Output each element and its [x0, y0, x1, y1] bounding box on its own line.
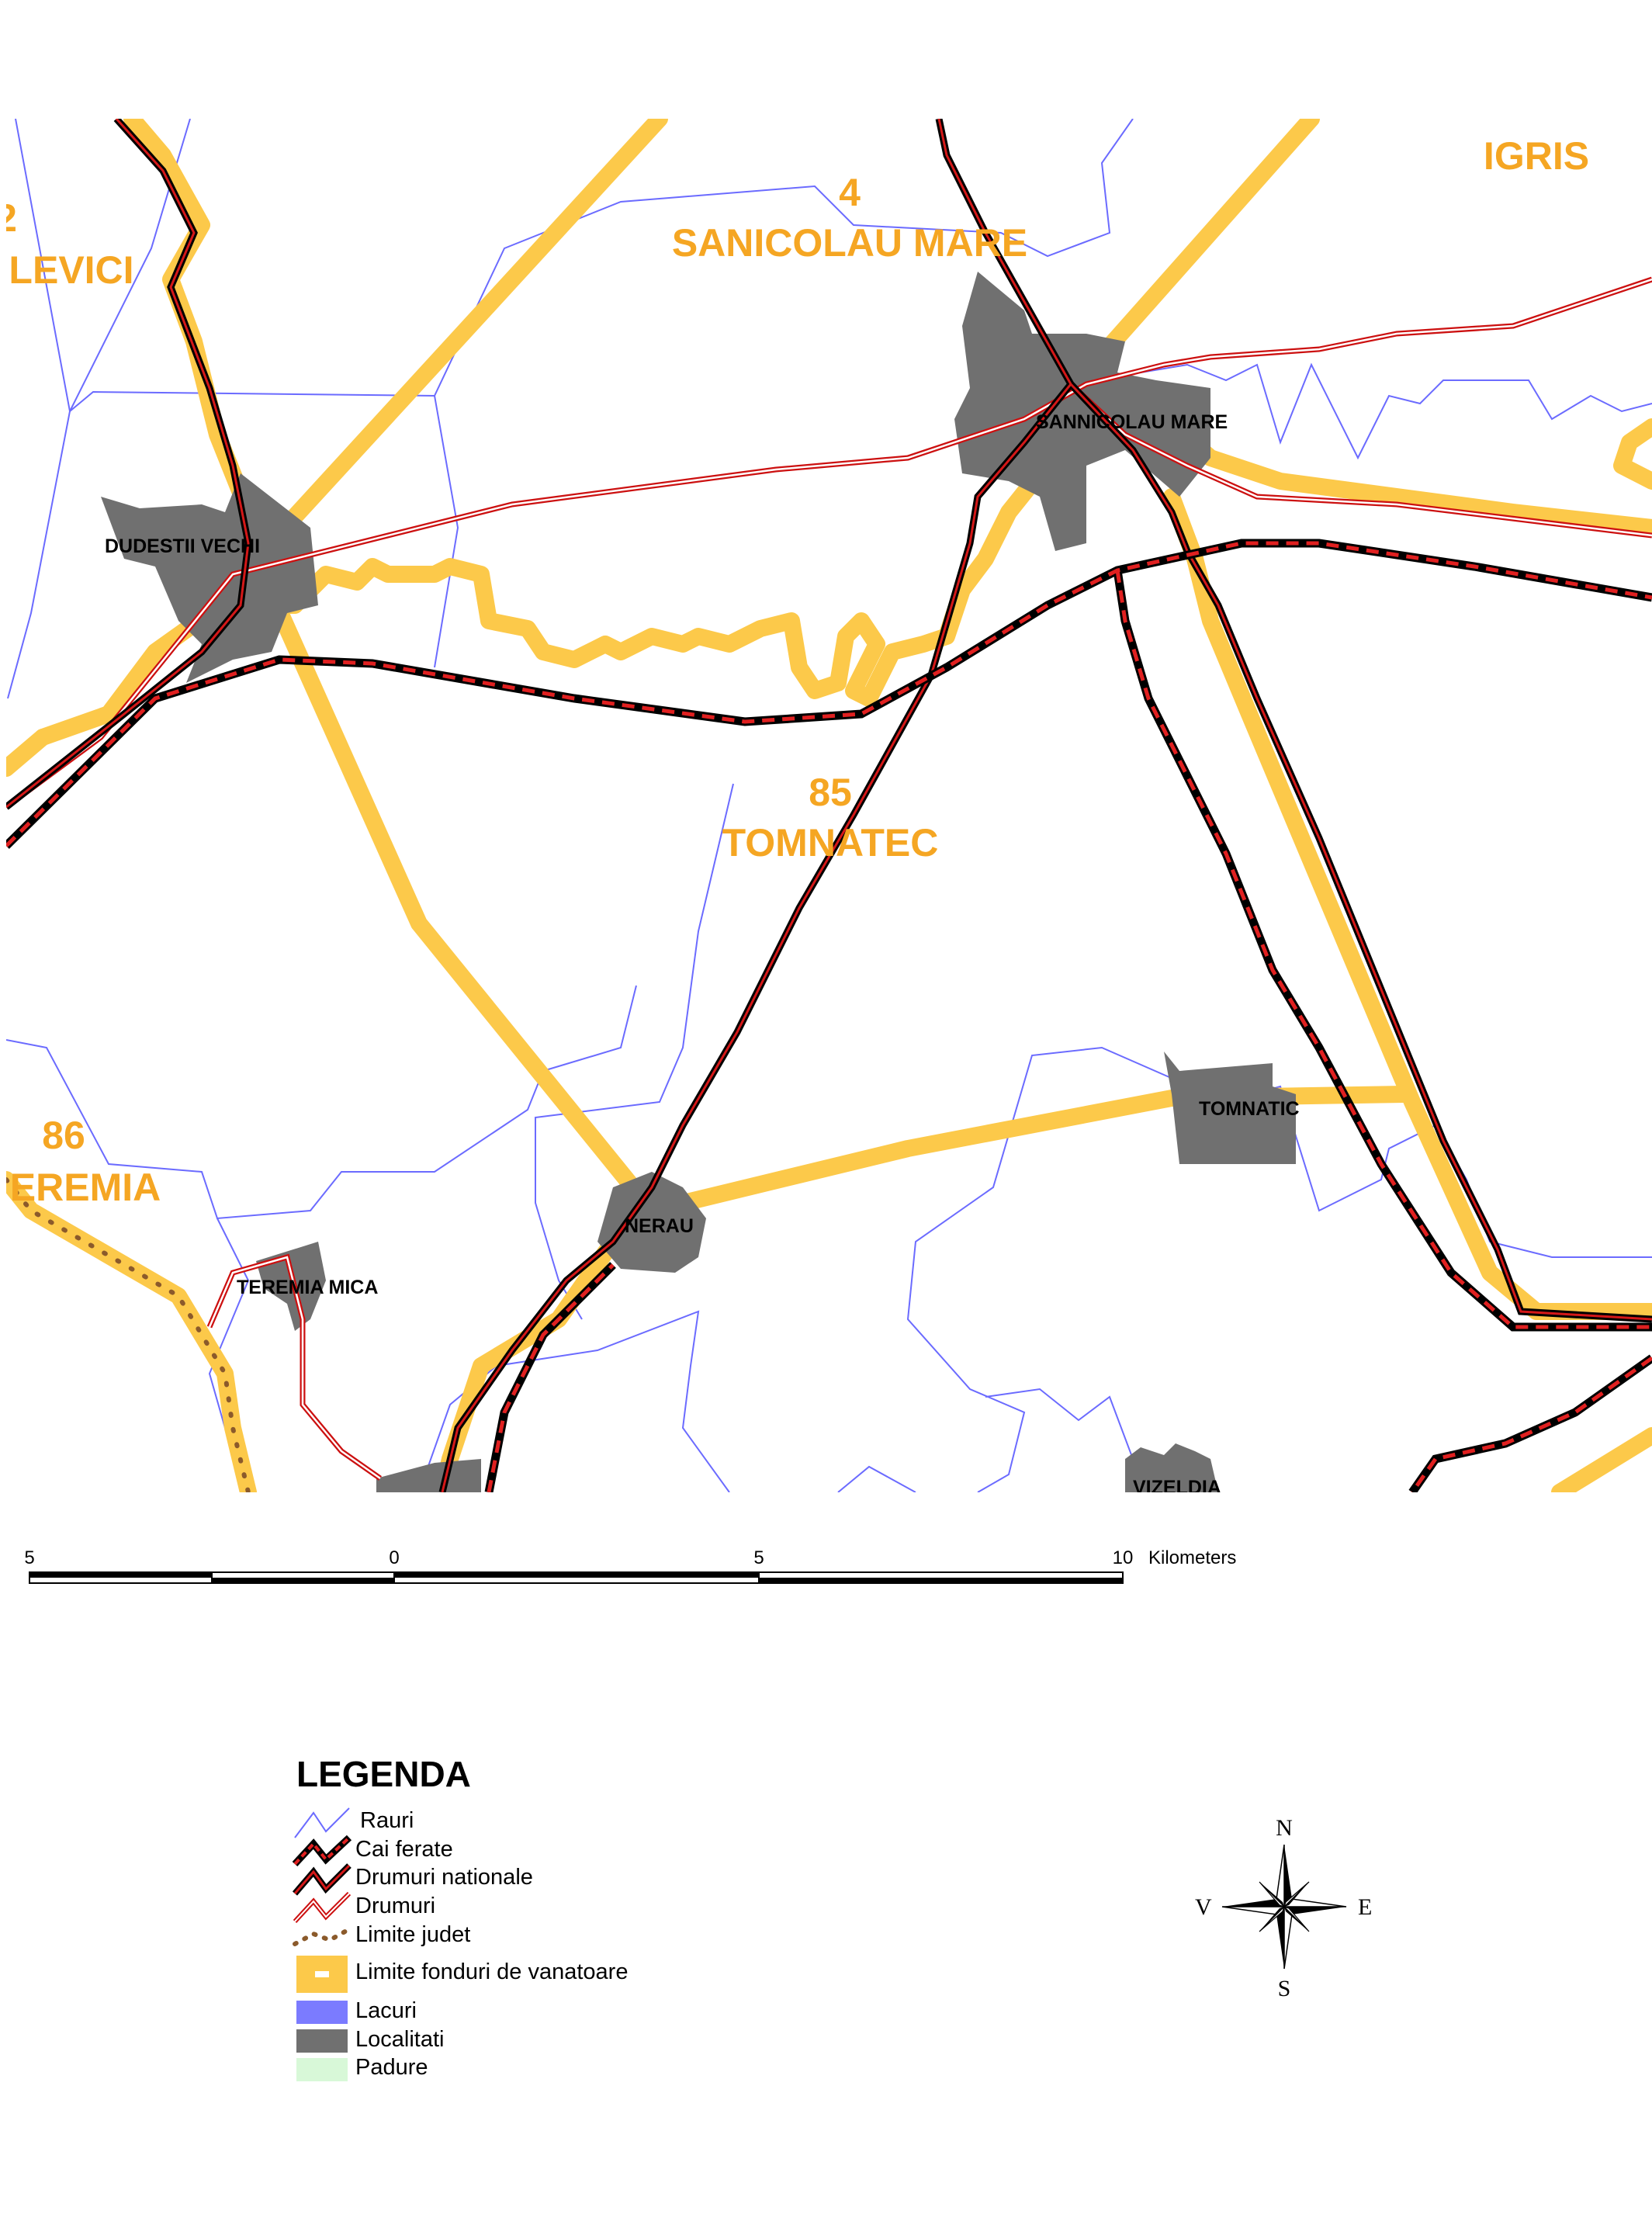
national-roads-layer [6, 119, 1652, 1492]
scale-bar: 5 0 5 10 Kilometers [24, 1547, 1236, 1584]
lake-symbol [296, 2001, 348, 2024]
map-frame: 4 SANICOLAU MARE 85 TOMNATEC 86 EREMIA I… [0, 119, 1652, 1499]
locality-symbol [296, 2029, 348, 2053]
locality-label: TOMNATIC [1199, 1098, 1300, 1120]
legend: LEGENDA Rauri Cai ferate Drumuri nationa… [292, 1754, 628, 2081]
legend-item-drumuri-nationale: Drumuri nationale [292, 1863, 533, 1896]
hunting-boundary [1551, 1427, 1652, 1492]
railways-layer [6, 539, 1652, 1492]
county-boundary-symbol [293, 1927, 352, 1946]
compass-w: V [1195, 1894, 1212, 1920]
legend-label: Lacuri [355, 1998, 417, 2023]
localities-layer [101, 272, 1296, 1492]
fund-number: 2 [0, 196, 17, 240]
fund-name: LEVICI [9, 248, 133, 292]
river [1140, 362, 1652, 460]
fund-name: IGRIS [1484, 134, 1589, 178]
fund-name: EREMIA [10, 1166, 161, 1209]
legend-label: Localitati [355, 2027, 444, 2052]
locality-label: DUDESTII VECHI [105, 535, 260, 557]
fund-number: 86 [42, 1114, 85, 1157]
legend-item-rauri: Rauri [294, 1807, 414, 1838]
locality-area [1125, 1443, 1218, 1492]
legend-label: Padure [355, 2055, 428, 2080]
locality-area [1164, 1052, 1296, 1164]
forest-symbol [296, 2058, 348, 2081]
river [69, 119, 191, 412]
legend-label: Drumuri nationale [355, 1865, 533, 1890]
scale-tick-label: 5 [24, 1547, 34, 1568]
legend-label: Cai ferate [355, 1837, 453, 1862]
compass-s: S [1278, 1976, 1291, 2001]
legend-title: LEGENDA [296, 1754, 471, 1794]
river [837, 1465, 916, 1492]
compass-rose: N S E V [1195, 1815, 1372, 2001]
locality-label: TEREMIA MICA [237, 1277, 378, 1298]
fund-number: 85 [809, 771, 852, 814]
railway-symbol [292, 1835, 352, 1867]
scale-segment [759, 1578, 1123, 1583]
hunting-boundary [1613, 418, 1652, 490]
national-road-symbol [292, 1863, 352, 1896]
fund-name: SANICOLAU MARE [672, 221, 1027, 265]
locality-area [376, 1459, 481, 1492]
legend-label: Rauri [360, 1808, 414, 1833]
fund-number: 4 [839, 171, 861, 214]
legend-item-drumuri: Drumuri [293, 1891, 435, 1924]
legend-item-lacuri: Lacuri [296, 1998, 417, 2024]
locality-label: NERAU [625, 1215, 694, 1237]
fund-name: TOMNATEC [722, 821, 939, 865]
locality-labels: SANNICOLAU MARE DUDESTII VECHI TOMNATIC … [105, 411, 1300, 1499]
legend-label: Limite judet [355, 1922, 470, 1947]
river [7, 119, 71, 699]
compass-icon [1221, 1844, 1347, 1970]
legend-label: Limite fonduri de vanatoare [355, 1959, 628, 1984]
hunting-fund-labels: 4 SANICOLAU MARE 85 TOMNATEC 86 EREMIA I… [0, 134, 1589, 1209]
river [6, 985, 637, 1220]
locality-area [256, 1242, 326, 1331]
legend-item-cai-ferate: Cai ferate [292, 1835, 453, 1867]
legend-item-padure: Padure [296, 2055, 428, 2081]
locality-area [101, 473, 318, 683]
legend-item-limite-judet: Limite judet [293, 1922, 470, 1947]
scale-unit: Kilometers [1148, 1547, 1236, 1568]
compass-e: E [1358, 1894, 1372, 1920]
legend-item-limite-fonduri: Limite fonduri de vanatoare [296, 1956, 628, 1993]
scale-tick-label: 10 [1113, 1547, 1134, 1568]
hunting-boundary [123, 119, 1652, 707]
legend-item-localitati: Localitati [296, 2027, 444, 2053]
road-symbol [293, 1891, 352, 1924]
river-symbol [294, 1807, 350, 1838]
hunting-boundary [6, 1171, 257, 1492]
county-boundary [6, 1177, 251, 1492]
hunting-boundary [6, 729, 51, 777]
scale-segment [394, 1572, 759, 1578]
river [535, 783, 734, 1320]
roads-layer [6, 276, 1652, 1481]
scale-tick-label: 0 [389, 1547, 399, 1568]
locality-label: VIZELDIA [1133, 1477, 1221, 1499]
legend-label: Drumuri [355, 1894, 435, 1918]
hunting-boundary [1078, 119, 1320, 381]
locality-area [597, 1172, 706, 1273]
river [418, 1310, 730, 1492]
scale-segment [29, 1572, 212, 1578]
scale-tick-label: 5 [753, 1547, 764, 1568]
scale-segment [212, 1578, 394, 1583]
compass-n: N [1276, 1815, 1293, 1841]
locality-label: SANNICOLAU MARE [1036, 411, 1228, 433]
locality-area [954, 272, 1210, 551]
